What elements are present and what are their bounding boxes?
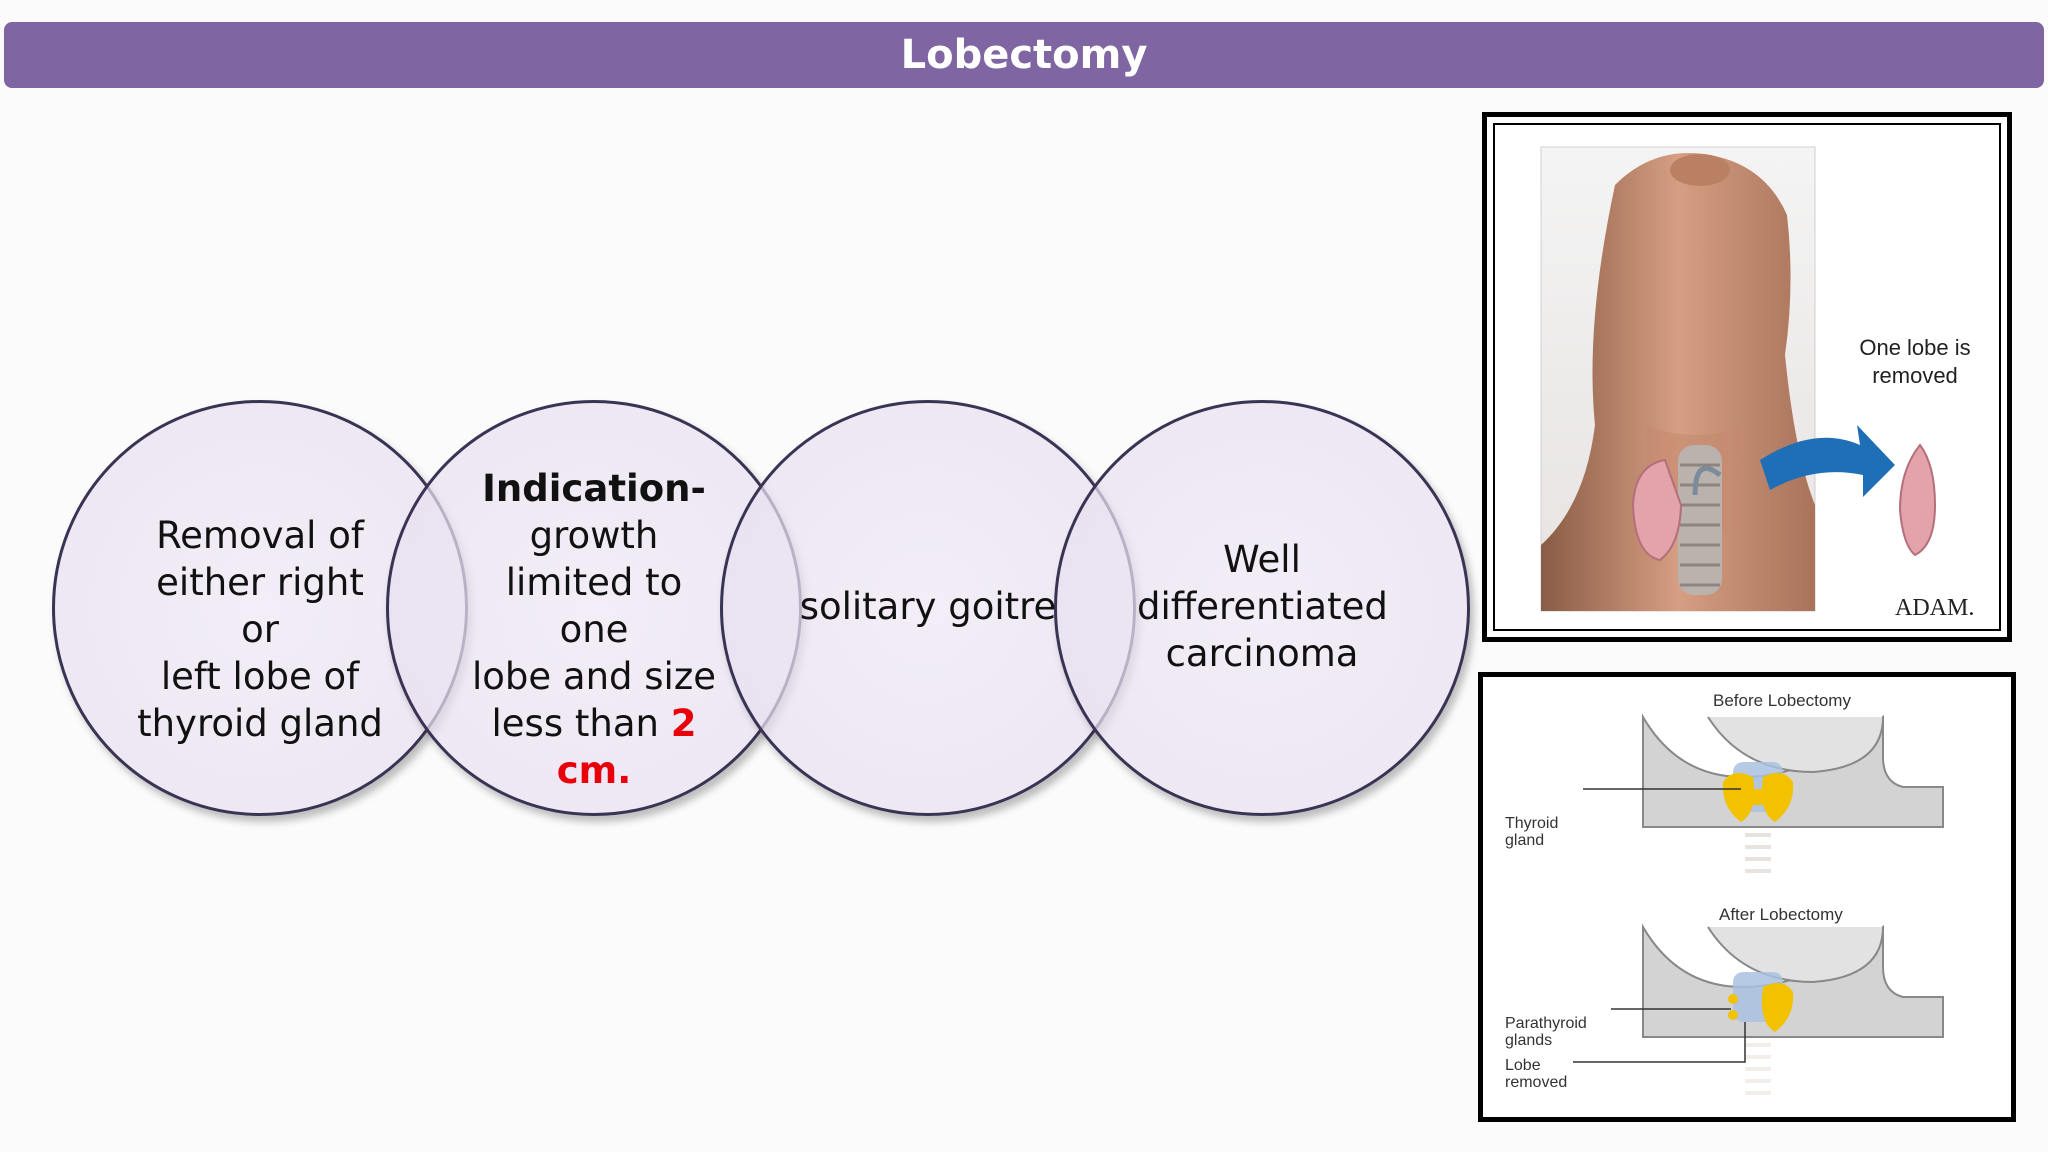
circle-1-text: Removal of either right or left lobe of … <box>135 512 385 747</box>
circle-4-line: Well <box>1137 536 1387 583</box>
caption-line-2: removed <box>1855 363 1975 389</box>
size-number: 2 <box>671 702 697 745</box>
lobectomy-illustration-frame: One lobe is removed ADAM. <box>1482 112 2012 642</box>
circle-3-line: solitary goitre <box>793 583 1063 630</box>
thyroid-label-1: Thyroid <box>1505 815 1558 833</box>
circle-4-text: Well differentiated carcinoma <box>1137 536 1387 677</box>
adam-logo: ADAM. <box>1895 595 1974 622</box>
before-after-diagram <box>1483 677 2011 1117</box>
circle-2-text: Indication- growth limited to one lobe a… <box>469 465 719 794</box>
circle-4-line: differentiated <box>1137 583 1387 630</box>
parathyroid-label-2: glands <box>1505 1032 1552 1050</box>
circle-3-text: solitary goitre <box>793 583 1063 630</box>
circle-1-line: thyroid gland <box>135 700 385 747</box>
before-label: Before Lobectomy <box>1713 691 1851 711</box>
parathyroid-label-1: Parathyroid <box>1505 1015 1587 1033</box>
before-after-diagram-frame: Before Lobectomy After Lobectomy Thyroid… <box>1478 672 2016 1122</box>
size-unit: cm. <box>469 747 719 794</box>
after-label: After Lobectomy <box>1719 905 1843 925</box>
lobe-removed-label-2: removed <box>1505 1074 1567 1092</box>
circle-4-line: carcinoma <box>1137 630 1387 677</box>
circle-2-line: lobe and size <box>469 653 719 700</box>
circle-2-line: growth <box>469 512 719 559</box>
size-lead: less than <box>492 702 671 745</box>
caption-line-1: One lobe is <box>1855 335 1975 361</box>
thyroid-label-2: gland <box>1505 832 1544 850</box>
circle-2-size-line: less than 2 <box>469 700 719 747</box>
circle-2-line: limited to one <box>469 559 719 653</box>
circle-1-line: left lobe of <box>135 653 385 700</box>
circle-1-line: either right or <box>135 559 385 653</box>
circle-1-line: Removal of <box>135 512 385 559</box>
lobe-removed-label-1: Lobe <box>1505 1057 1541 1075</box>
circle-2-heading: Indication- <box>469 465 719 512</box>
